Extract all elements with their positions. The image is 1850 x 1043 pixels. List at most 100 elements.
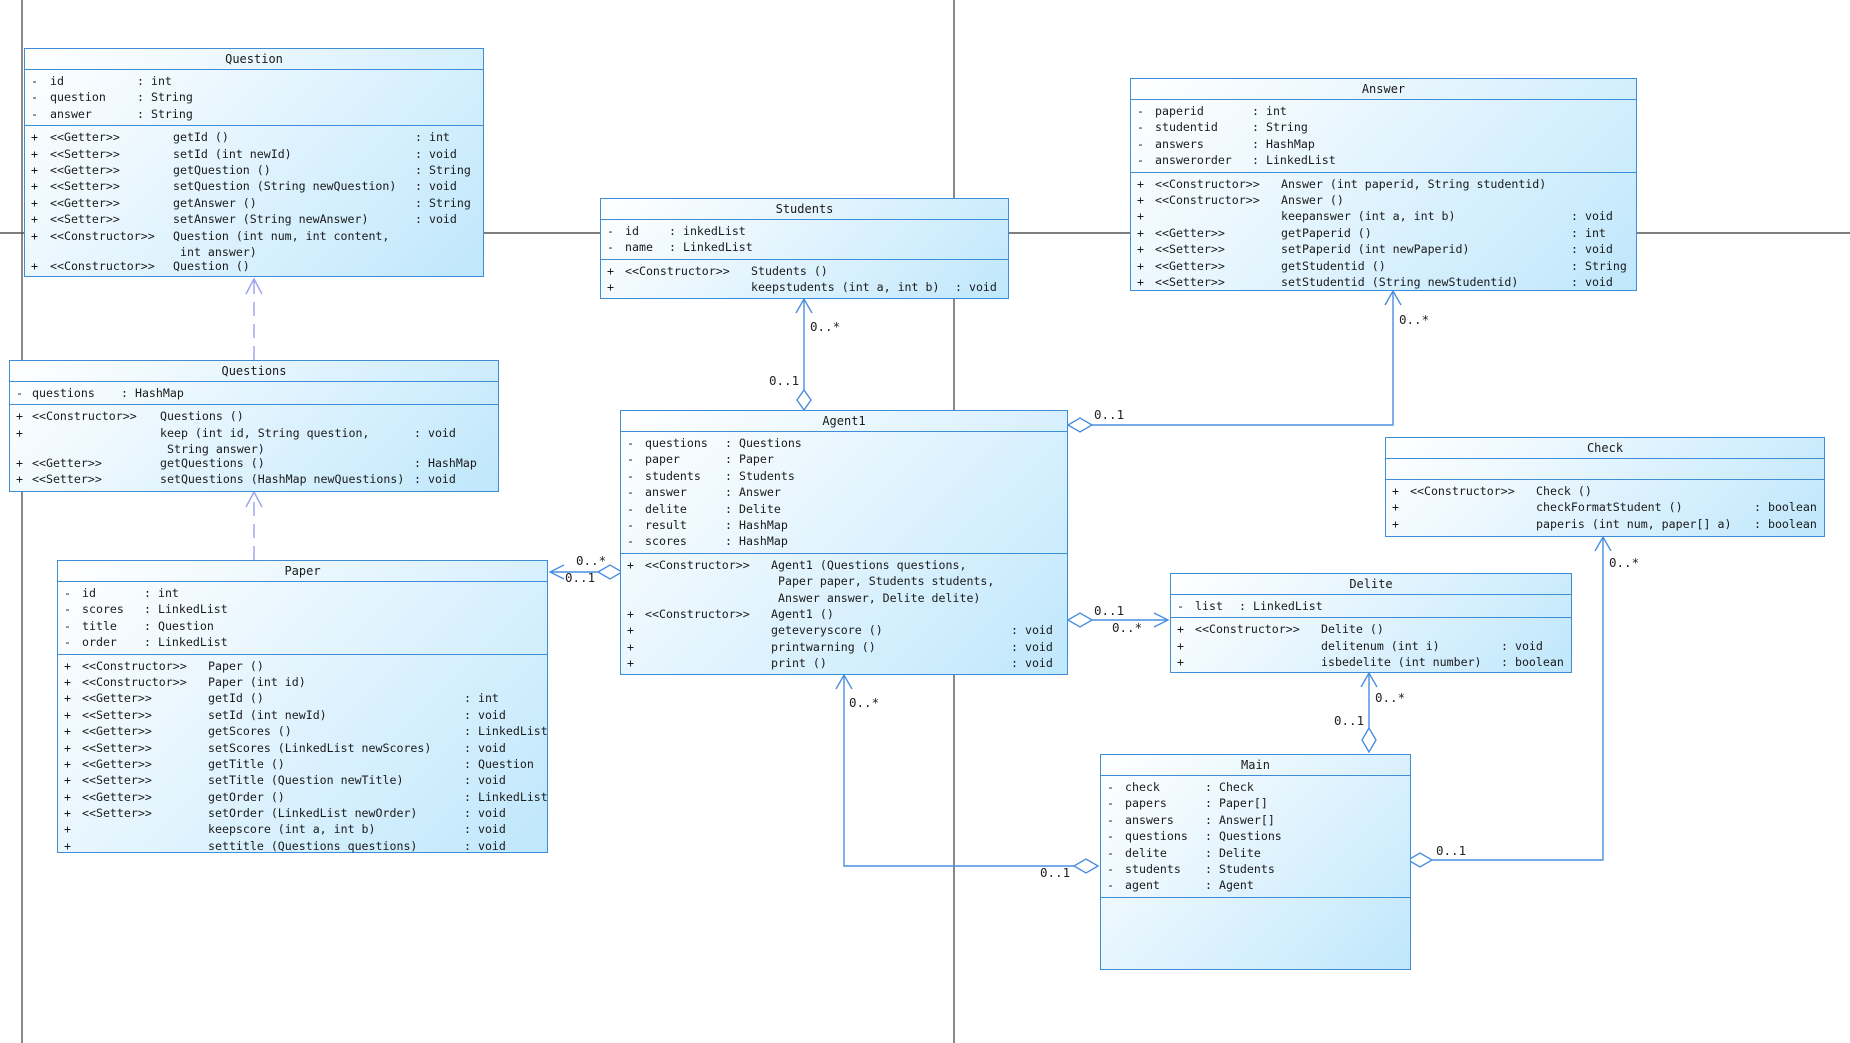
mult-delite-main-one: 0..1 bbox=[1334, 713, 1365, 728]
mult-delite-main-many: 0..* bbox=[1375, 690, 1406, 705]
mult-paper-agent-many: 0..* bbox=[576, 553, 607, 568]
class-title: Paper bbox=[58, 561, 547, 582]
attribute-row: -list: LinkedList bbox=[1177, 599, 1323, 613]
class-questions[interactable]: Questions -questions: HashMap +<<Constru… bbox=[9, 360, 499, 492]
attributes-section: -check: Check -papers: Paper[] -answers:… bbox=[1101, 776, 1410, 898]
attributes-section: -id: inkedList -name: LinkedList bbox=[601, 220, 1008, 260]
realization-questions-question bbox=[245, 277, 263, 360]
operation-row: +<<Getter>>getQuestion (): String bbox=[31, 162, 471, 177]
operation-row: +<<Setter>>setOrder (LinkedList newOrder… bbox=[64, 806, 506, 821]
class-title: Main bbox=[1101, 755, 1410, 776]
operations-section bbox=[1101, 898, 1410, 904]
operations-section: +<<Getter>>getId (): int +<<Setter>>setI… bbox=[25, 126, 483, 277]
attributes-section bbox=[1386, 459, 1824, 480]
class-paper[interactable]: Paper -id: int -scores: LinkedList -titl… bbox=[57, 560, 548, 853]
class-title: Students bbox=[601, 199, 1008, 220]
operations-section: +<<Constructor>>Check () +checkFormatStu… bbox=[1386, 480, 1824, 535]
operation-row: +<<Constructor>>Questions () bbox=[16, 409, 244, 424]
class-delite[interactable]: Delite -list: LinkedList +<<Constructor>… bbox=[1170, 573, 1572, 673]
attribute-row: -question: String bbox=[31, 90, 193, 105]
operation-row: +<<Setter>>setStudentid (String newStude… bbox=[1137, 274, 1613, 289]
attribute-row: -answer: String bbox=[31, 106, 193, 121]
class-answer[interactable]: Answer -paperid: int -studentid: String … bbox=[1130, 78, 1637, 291]
mult-agent-main-many: 0..* bbox=[849, 695, 880, 710]
mult-students-agent-many: 0..* bbox=[810, 319, 841, 334]
association-answer-agent bbox=[1066, 289, 1402, 433]
mult-agent-main-one: 0..1 bbox=[1040, 865, 1071, 880]
operation-row: +<<Constructor>>Agent1 () bbox=[627, 606, 834, 621]
attributes-section: -id: int -scores: LinkedList -title: Que… bbox=[58, 582, 547, 655]
association-agent-main bbox=[835, 673, 1100, 874]
operation-row: +printwarning (): void bbox=[627, 639, 1053, 654]
operation-row: +<<Constructor>>Paper (int id) bbox=[64, 674, 306, 689]
attribute-row: -id: int bbox=[64, 586, 179, 600]
class-title: Question bbox=[25, 49, 483, 70]
operation-row: +<<Setter>>setTitle (Question newTitle):… bbox=[64, 773, 506, 788]
attribute-row: -questions: HashMap bbox=[16, 386, 184, 400]
attribute-row: -answers: HashMap bbox=[1137, 136, 1315, 151]
operation-row: +<<Setter>>setScores (LinkedList newScor… bbox=[64, 740, 506, 755]
association-delite-agent bbox=[1066, 612, 1170, 628]
attribute-row: -scores: LinkedList bbox=[64, 602, 228, 617]
attributes-section: -list: LinkedList bbox=[1171, 595, 1571, 619]
operation-row: +checkFormatStudent (): boolean bbox=[1392, 500, 1817, 515]
operation-row: +<<Setter>>setId (int newId): void bbox=[31, 146, 457, 161]
mult-answer-agent-many: 0..* bbox=[1399, 312, 1430, 327]
operation-row: +print (): void bbox=[627, 655, 1053, 670]
operation-row: +<<Setter>>setPaperid (int newPaperid): … bbox=[1137, 242, 1613, 257]
attribute-row: -name: LinkedList bbox=[607, 240, 753, 255]
operation-row: +isbedelite (int number): boolean bbox=[1177, 655, 1564, 670]
operation-row: +<<Getter>>getOrder (): LinkedList bbox=[64, 789, 548, 804]
operation-row: +<<Constructor>>Agent1 (Questions questi… bbox=[627, 557, 995, 605]
operation-row: +keepanswer (int a, int b): void bbox=[1137, 209, 1613, 224]
association-delite-main bbox=[1360, 671, 1378, 754]
class-main[interactable]: Main -check: Check -papers: Paper[] -ans… bbox=[1100, 754, 1411, 970]
mult-paper-agent-one: 0..1 bbox=[565, 570, 596, 585]
operation-row: +<<Getter>>getPaperid (): int bbox=[1137, 225, 1606, 240]
operation-row: +<<Constructor>>Check () bbox=[1392, 484, 1592, 498]
operation-row: +<<Getter>>getScores (): LinkedList bbox=[64, 724, 548, 739]
operation-row: +<<Constructor>>Answer (int paperid, Str… bbox=[1137, 176, 1547, 191]
mult-answer-agent-one: 0..1 bbox=[1094, 407, 1125, 422]
operation-row: +keepstudents (int a, int b): void bbox=[607, 280, 997, 295]
operation-row: +<<Getter>>getId (): int bbox=[31, 130, 450, 145]
attribute-row: -answerorder: LinkedList bbox=[1137, 153, 1336, 168]
attribute-row: -students: Students bbox=[1107, 861, 1275, 876]
operation-row: +<<Setter>>setId (int newId): void bbox=[64, 707, 506, 722]
operation-row: +<<Getter>>getId (): int bbox=[64, 691, 499, 706]
class-title: Check bbox=[1386, 438, 1824, 459]
operation-row: +<<Getter>>getQuestions (): HashMap bbox=[16, 455, 477, 470]
mult-check-main-many: 0..* bbox=[1609, 555, 1640, 570]
attribute-row: -scores: HashMap bbox=[627, 534, 788, 549]
class-students[interactable]: Students -id: inkedList -name: LinkedLis… bbox=[600, 198, 1009, 299]
operations-section: +<<Constructor>>Questions () +keep (int … bbox=[10, 405, 498, 490]
class-check[interactable]: Check +<<Constructor>>Check () +checkFor… bbox=[1385, 437, 1825, 537]
class-title: Questions bbox=[10, 361, 498, 382]
class-agent1[interactable]: Agent1 -questions: Questions -paper: Pap… bbox=[620, 410, 1068, 675]
attribute-row: -id: inkedList bbox=[607, 224, 746, 238]
operation-row: +<<Setter>>setQuestions (HashMap newQues… bbox=[16, 472, 456, 487]
attributes-section: -questions: HashMap bbox=[10, 382, 498, 406]
class-title: Answer bbox=[1131, 79, 1636, 100]
attribute-row: -result: HashMap bbox=[627, 517, 788, 532]
attribute-row: -answer: Answer bbox=[627, 485, 781, 500]
attribute-row: -id: int bbox=[31, 74, 172, 88]
attribute-row: -questions: Questions bbox=[627, 436, 802, 450]
operation-row: +<<Constructor>>Students () bbox=[607, 263, 828, 278]
operations-section: +<<Constructor>>Answer (int paperid, Str… bbox=[1131, 173, 1636, 294]
attribute-row: -paperid: int bbox=[1137, 104, 1287, 118]
attribute-row: -questions: Questions bbox=[1107, 829, 1282, 844]
attributes-section: -id: int -question: String -answer: Stri… bbox=[25, 70, 483, 127]
class-question[interactable]: Question -id: int -question: String -ans… bbox=[24, 48, 484, 277]
realization-paper-questions bbox=[245, 490, 263, 560]
association-students-agent bbox=[795, 297, 813, 412]
operation-row: +<<Getter>>getAnswer (): String bbox=[31, 195, 471, 210]
attribute-row: -agent: Agent bbox=[1107, 878, 1254, 893]
operation-row: +<<Constructor>>Question (int num, int c… bbox=[31, 228, 390, 259]
attribute-row: -answers: Answer[] bbox=[1107, 812, 1275, 827]
mult-check-main-one: 0..1 bbox=[1436, 843, 1467, 858]
operation-row: +keep (int id, String question, String a… bbox=[16, 425, 456, 457]
operation-row: +delitenum (int i): void bbox=[1177, 638, 1543, 653]
operation-row: +<<Getter>>getStudentid (): String bbox=[1137, 258, 1627, 273]
